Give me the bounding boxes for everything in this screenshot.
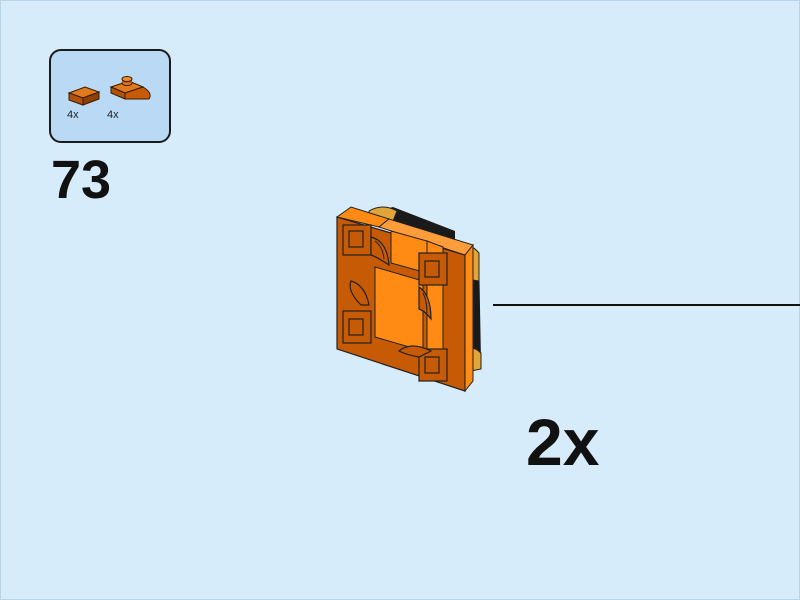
part-count-plate: 4x xyxy=(107,109,119,121)
parts-list-box: 4x 4x xyxy=(49,49,171,143)
tile-1x1-icon xyxy=(67,85,101,107)
part-count-tile: 4x xyxy=(67,109,79,121)
step-multiplier: 2x xyxy=(526,405,600,479)
callout-line xyxy=(493,304,800,306)
assembly-illustration xyxy=(331,201,501,406)
step-number: 73 xyxy=(51,150,112,210)
plate-with-tooth-icon xyxy=(109,73,155,107)
